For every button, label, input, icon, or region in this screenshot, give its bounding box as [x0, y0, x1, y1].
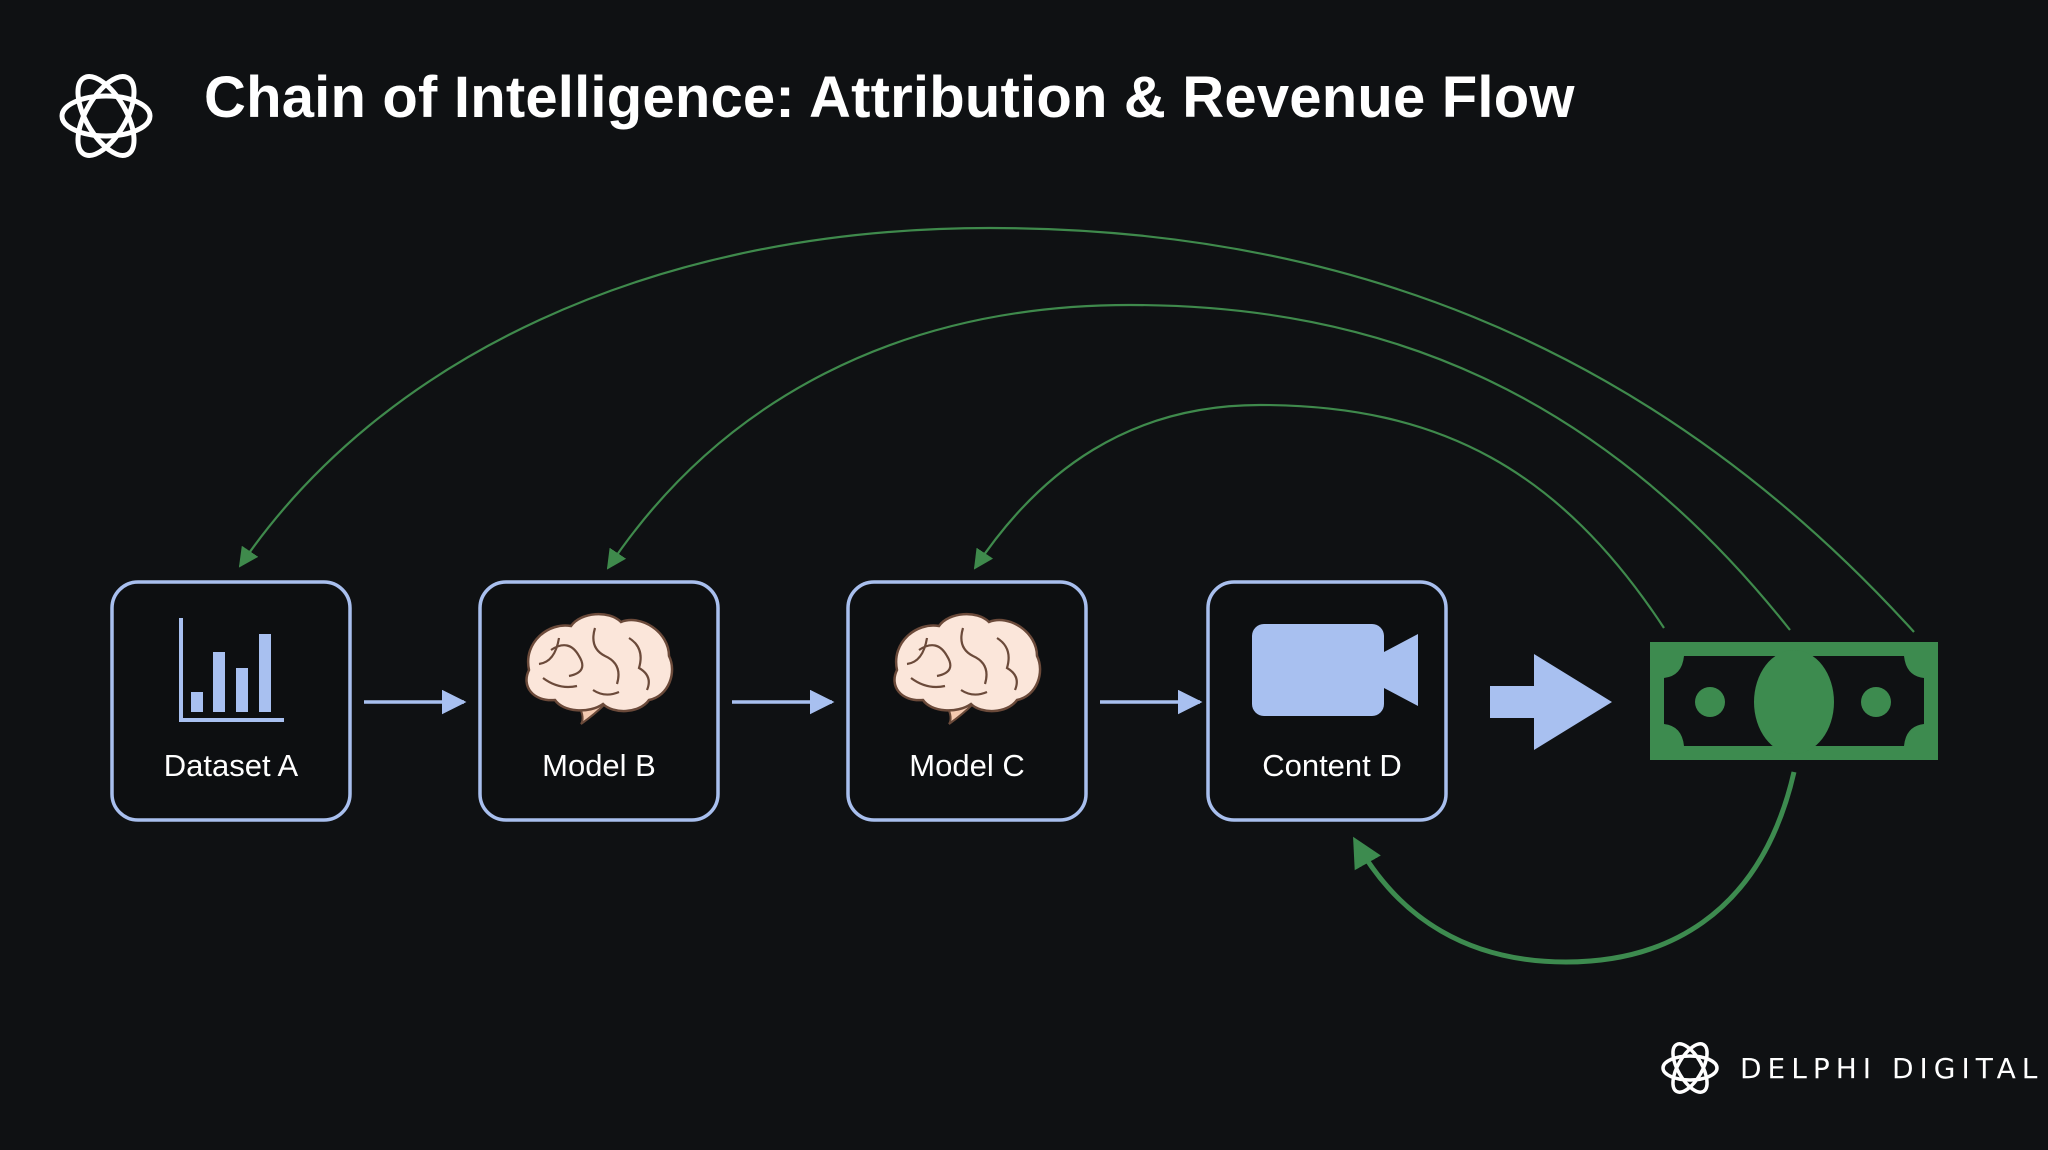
- node-box-dataset-a[interactable]: [110, 580, 352, 822]
- attribution-arc-dataset-a: [238, 226, 1915, 633]
- page-title: Chain of Intelligence: Attribution & Rev…: [204, 65, 1575, 130]
- brain-icon: [525, 613, 674, 725]
- brand-wordmark: DELPHI DIGITAL: [1740, 1052, 2044, 1085]
- node-label-dataset-a: Dataset A: [164, 748, 299, 783]
- brain-icon: [893, 613, 1042, 725]
- delphi-logo-icon: [1661, 1042, 1719, 1094]
- revenue-return-arc: [1353, 771, 1797, 965]
- dollar-bill-icon[interactable]: [1650, 642, 1938, 760]
- attribution-arc-model-b: [606, 303, 1791, 631]
- big-arrow-right-icon: [1490, 654, 1612, 750]
- node-label-model-c: Model C: [909, 748, 1024, 783]
- knot-logo-icon: [59, 74, 153, 158]
- node-label-content-d: Content D: [1262, 748, 1402, 783]
- bar-chart-icon: [179, 618, 284, 722]
- node-label-model-b: Model B: [542, 748, 656, 783]
- attribution-arc-model-c: [973, 403, 1665, 629]
- video-camera-icon: [1252, 624, 1418, 716]
